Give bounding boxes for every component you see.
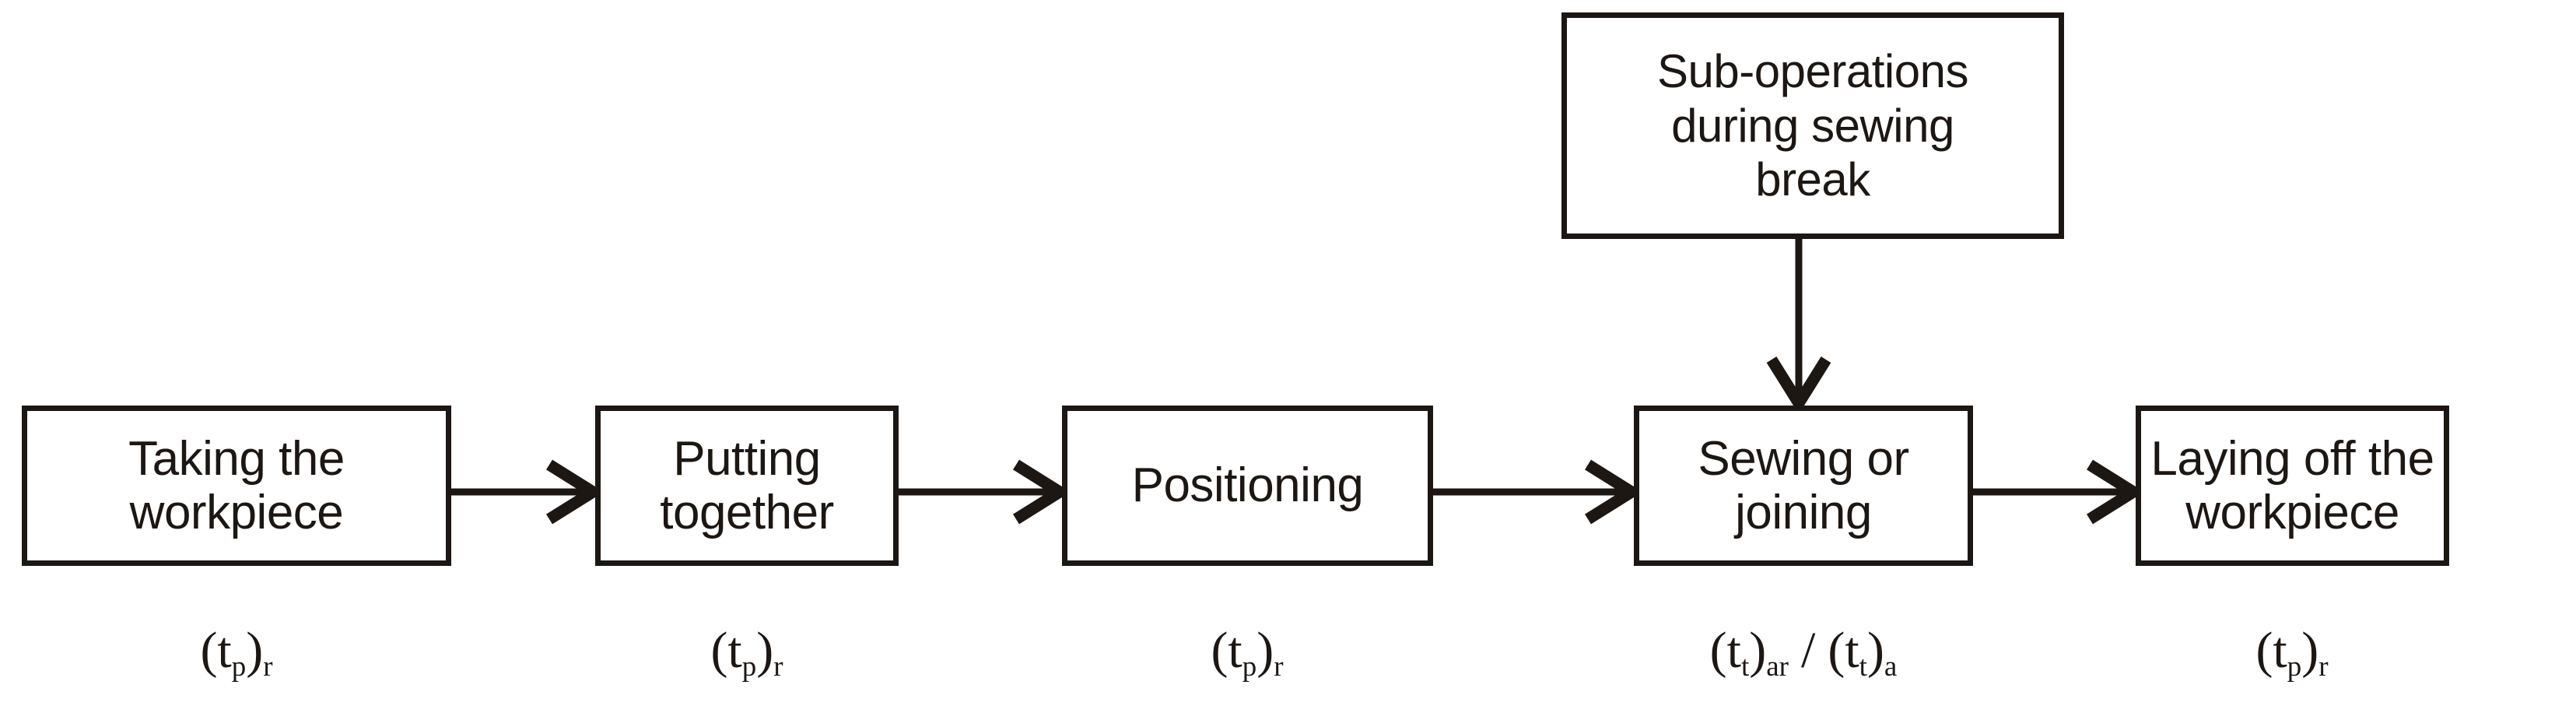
arrow-suboperations-to-sewing	[1766, 239, 1831, 415]
time-label-putting-together: (tp)r	[710, 622, 783, 683]
node-taking-the-workpiece[interactable]: Taking the workpiece	[22, 406, 451, 566]
time-sub: p	[2287, 650, 2302, 683]
node-putting-together-label: Putting together	[660, 431, 834, 539]
time-sub-2: t	[1859, 650, 1867, 683]
node-positioning-label: Positioning	[1131, 458, 1364, 513]
node-sewing-or-joining[interactable]: Sewing or joining	[1634, 406, 1973, 566]
node-laying-off-the-workpiece-label: Laying off the workpiece	[2150, 431, 2434, 539]
time-post-sub: r	[2318, 650, 2329, 683]
time-base-2: t	[1845, 622, 1859, 679]
arrow-sewing-to-laying	[1973, 459, 2145, 525]
time-sub: p	[741, 650, 757, 683]
time-post-sub: ar	[1766, 650, 1789, 683]
arrow-taking-to-putting	[451, 459, 605, 525]
node-sub-operations[interactable]: Sub-operations during sewing break	[1561, 12, 2064, 239]
node-taking-the-workpiece-label: Taking the workpiece	[128, 431, 345, 539]
time-label-laying-off-the-workpiece: (tp)r	[2255, 622, 2329, 683]
time-label-sewing-or-joining: (tt)ar/(tt)a	[1709, 622, 1898, 683]
node-sewing-or-joining-label: Sewing or joining	[1698, 431, 1909, 539]
time-base: t	[2273, 622, 2287, 679]
time-sub: t	[1741, 650, 1750, 683]
time-label-taking-the-workpiece: (tp)r	[200, 622, 273, 683]
time-post-sub: r	[773, 650, 783, 683]
time-post-sub-2: a	[1884, 650, 1898, 683]
time-base: t	[1228, 622, 1242, 679]
arrow-putting-to-positioning	[899, 459, 1071, 525]
time-separator: /	[1800, 622, 1816, 679]
time-post-sub: r	[1274, 650, 1284, 683]
time-label-positioning: (tp)r	[1211, 622, 1284, 683]
node-positioning[interactable]: Positioning	[1062, 406, 1433, 566]
time-base: t	[217, 622, 232, 679]
time-base: t	[1726, 622, 1741, 679]
node-sub-operations-label: Sub-operations during sewing break	[1657, 45, 1968, 206]
time-sub: p	[1242, 650, 1257, 683]
time-base: t	[727, 622, 742, 679]
arrow-positioning-to-sewing	[1433, 459, 1643, 525]
time-post-sub: r	[263, 650, 273, 683]
node-putting-together[interactable]: Putting together	[595, 406, 899, 566]
node-laying-off-the-workpiece[interactable]: Laying off the workpiece	[2136, 406, 2449, 566]
time-sub: p	[231, 650, 247, 683]
